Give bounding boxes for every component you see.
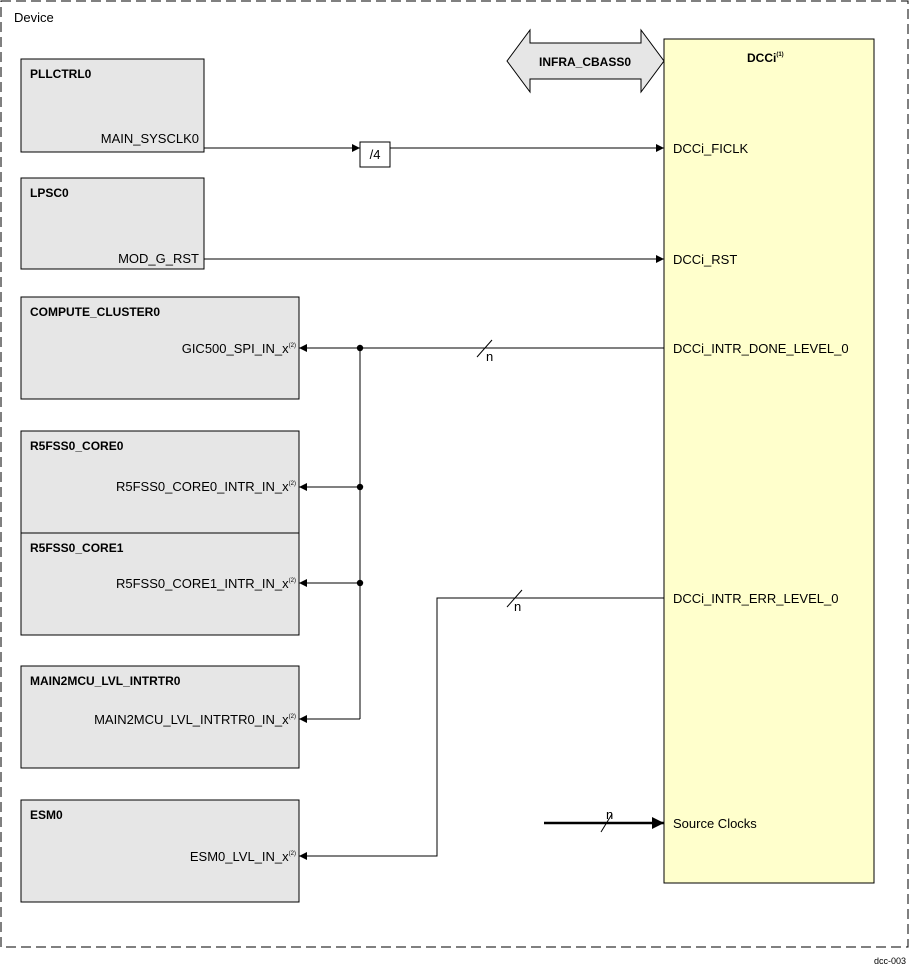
device-label: Device	[14, 10, 54, 25]
pllctrl-title: PLLCTRL0	[30, 67, 92, 81]
r5fss0-core0-port: R5FSS0_CORE0_INTR_IN_x(2)	[116, 479, 296, 494]
divider-label: /4	[370, 147, 381, 162]
dcc-intr-done-port: DCCi_INTR_DONE_LEVEL_0	[673, 341, 849, 356]
compute-cluster-port: GIC500_SPI_IN_x(2)	[182, 341, 296, 356]
r5fss0-core0-title: R5FSS0_CORE0	[30, 439, 124, 453]
r5fss0-block: R5FSS0_CORE0 R5FSS0_CORE0_INTR_IN_x(2) R…	[20, 430, 300, 636]
infra-cbass-bus: INFRA_CBASS0	[506, 28, 665, 94]
source-clocks-bus: n	[544, 807, 664, 833]
r5fss0-core1-port: R5FSS0_CORE1_INTR_IN_x(2)	[116, 576, 296, 591]
dcc-block: DCCi(1) DCCi_FICLK DCCi_RST DCCi_INTR_DO…	[663, 38, 875, 884]
r5fss0-core1-title: R5FSS0_CORE1	[30, 541, 124, 555]
lpsc-port: MOD_G_RST	[118, 251, 199, 266]
intr-done-width-label: n	[486, 349, 493, 364]
dcc-title: DCCi(1)	[747, 51, 784, 65]
device-boundary	[0, 0, 909, 948]
intr-done-bus: n	[299, 339, 664, 723]
divider-block: /4	[359, 141, 391, 168]
main2mcu-title: MAIN2MCU_LVL_INTRTR0	[30, 674, 181, 688]
dcc-source-clocks-port: Source Clocks	[673, 816, 757, 831]
compute-cluster-title: COMPUTE_CLUSTER0	[30, 305, 160, 319]
dcc-intr-err-port: DCCi_INTR_ERR_LEVEL_0	[673, 591, 838, 606]
lpsc-block: LPSC0 MOD_G_RST	[20, 177, 205, 270]
intr-err-bus: n	[299, 589, 664, 860]
infra-cbass-label: INFRA_CBASS0	[539, 55, 631, 69]
pllctrl-port: MAIN_SYSCLK0	[101, 131, 199, 146]
source-clocks-width-label: n	[606, 807, 613, 822]
dcc-rst-port: DCCi_RST	[673, 252, 737, 267]
intr-err-width-label: n	[514, 599, 521, 614]
esm-block: ESM0 ESM0_LVL_IN_x(2)	[20, 799, 300, 903]
esm-port: ESM0_LVL_IN_x(2)	[190, 849, 296, 864]
compute-cluster-block: COMPUTE_CLUSTER0 GIC500_SPI_IN_x(2)	[20, 296, 300, 400]
main2mcu-port: MAIN2MCU_LVL_INTRTR0_IN_x(2)	[94, 712, 296, 727]
main2mcu-block: MAIN2MCU_LVL_INTRTR0 MAIN2MCU_LVL_INTRTR…	[20, 665, 300, 769]
dcc-ficlk-port: DCCi_FICLK	[673, 141, 748, 156]
pllctrl-block: PLLCTRL0 MAIN_SYSCLK0	[20, 58, 205, 153]
figure-id: dcc-003	[874, 956, 906, 966]
lpsc-title: LPSC0	[30, 186, 69, 200]
esm-title: ESM0	[30, 808, 63, 822]
